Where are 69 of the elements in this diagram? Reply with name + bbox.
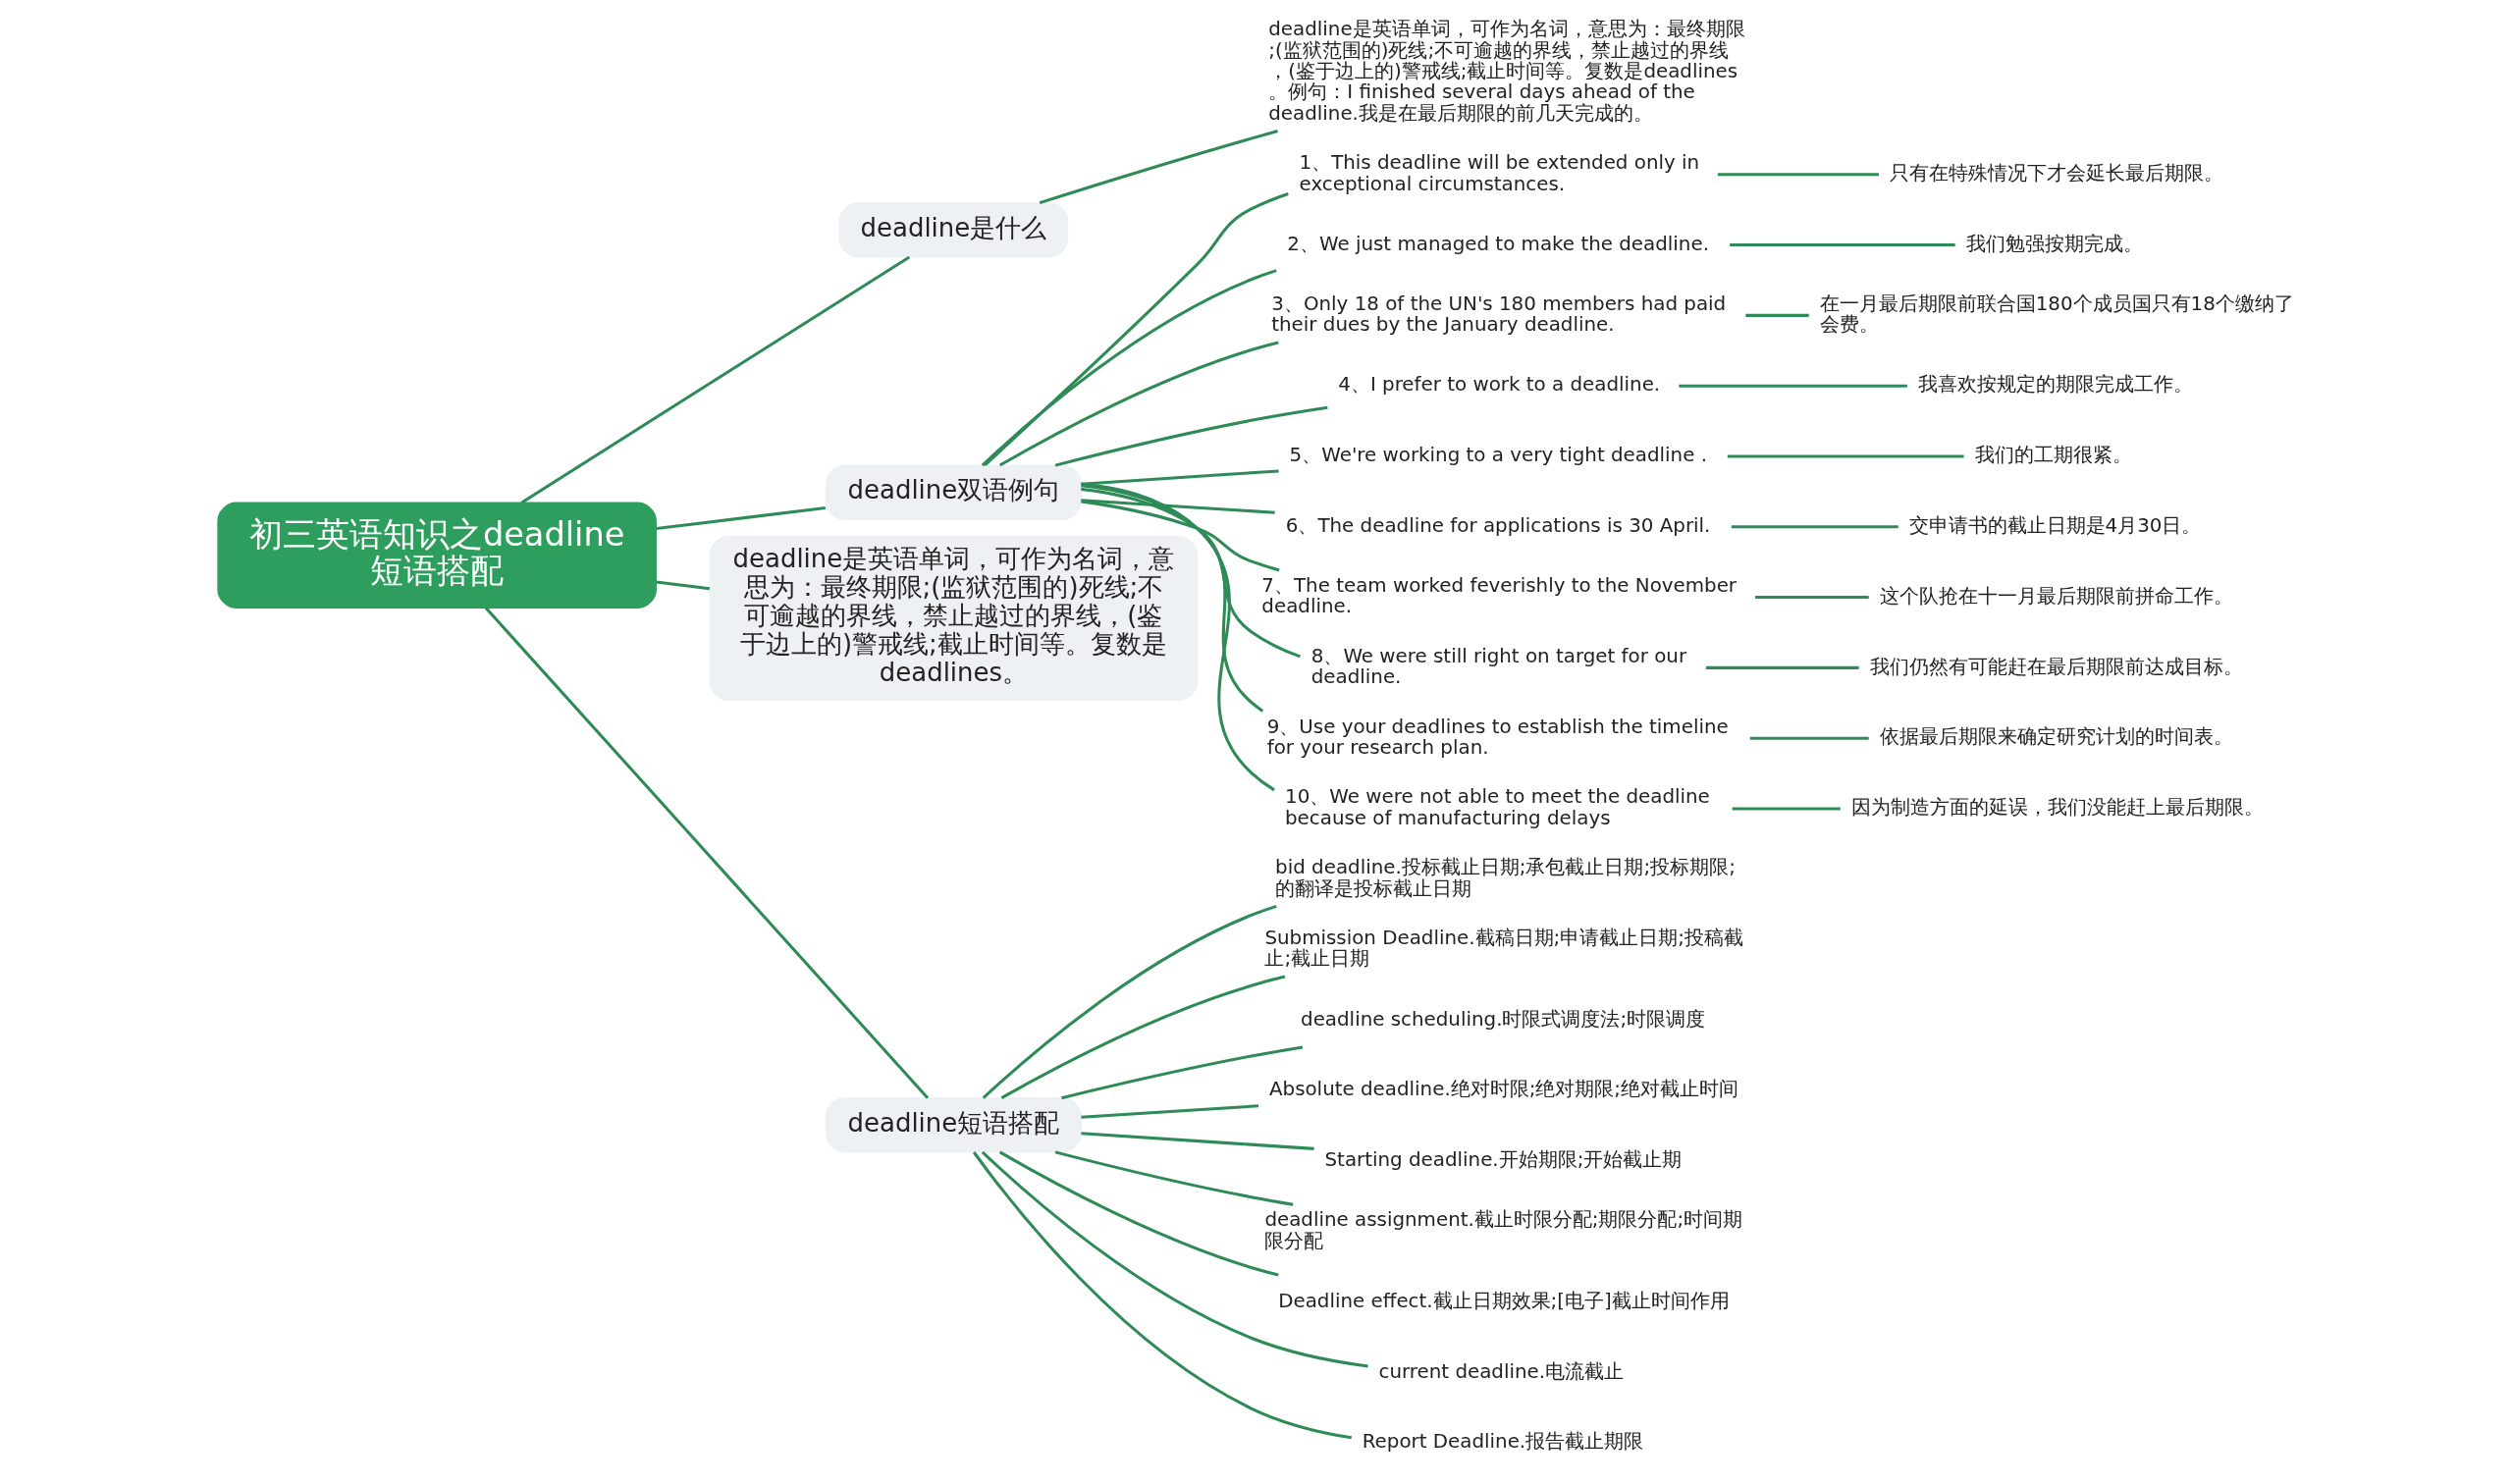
node-text: bid deadline.投标截止日期;承包截止日期;投标期限;的翻译是投标截止日期 bbox=[1275, 856, 1736, 900]
node-text: Deadline effect.截止日期效果;[电子]截止时间作用 bbox=[1278, 1289, 1730, 1312]
connector bbox=[1081, 469, 1279, 486]
node-text: 9、Use your deadlines to establish the timeline for your research plan. bbox=[1266, 715, 1729, 760]
node-text: 10、We were not able to meet the deadline because of manufacturing delays bbox=[1285, 785, 1710, 829]
node-text: Starting deadline.开始期限;开始截止期 bbox=[1324, 1148, 1683, 1172]
node-text: 我们的工期很紧。 bbox=[1974, 444, 2132, 467]
node-text: 在一月最后期限前联合国180个成员国只有18个缴纳了会费。 bbox=[1819, 292, 2294, 337]
connector bbox=[484, 607, 930, 1099]
node-text: 6、The deadline for applications is 30 April. bbox=[1285, 513, 1711, 537]
connector bbox=[1730, 243, 1955, 247]
node-text: 7、The team worked feverishly to the November deadline. bbox=[1261, 574, 1738, 618]
connector bbox=[998, 341, 1279, 467]
node-text: Submission Deadline.截稿日期;申请截止日期;投稿截止;截止日期 bbox=[1264, 927, 1743, 971]
connector bbox=[1749, 736, 1869, 740]
node-text: 这个队抢在十一月最后期限前拼命工作。 bbox=[1879, 584, 2233, 608]
connector bbox=[1731, 525, 1898, 529]
connector bbox=[1081, 1132, 1314, 1150]
connector bbox=[1081, 487, 1301, 659]
connector bbox=[1745, 313, 1809, 317]
connector bbox=[1000, 975, 1286, 1099]
node-text: 只有在特殊情况下才会延长最后期限。 bbox=[1889, 161, 2223, 185]
node-text: 我们勉强按期完成。 bbox=[1965, 232, 2143, 255]
connector bbox=[1054, 405, 1328, 467]
node-text: current deadline.电流截止 bbox=[1378, 1359, 1625, 1383]
connector bbox=[972, 1151, 1353, 1440]
node-box: deadline是什么 bbox=[838, 202, 1069, 258]
connector bbox=[1717, 173, 1879, 177]
node-box: deadline短语搭配 bbox=[825, 1097, 1083, 1153]
connector bbox=[1727, 454, 1964, 458]
node-text: 4、I prefer to work to a deadline. bbox=[1338, 373, 1661, 397]
connector bbox=[981, 1150, 1368, 1368]
node-text: 5、We're working to a very tight deadline . bbox=[1289, 444, 1708, 467]
connector bbox=[1039, 130, 1278, 205]
connector bbox=[981, 269, 1277, 467]
node-text: 3、Only 18 of the UN's 180 members had paid their dues by the January deadline. bbox=[1271, 292, 1727, 337]
connector bbox=[1755, 596, 1869, 600]
node-text: 因为制造方面的延误，我们没能赶上最后期限。 bbox=[1850, 796, 2264, 820]
node-text: 依据最后期限来确定研究计划的时间表。 bbox=[1879, 725, 2233, 749]
node-text: 8、We were still right on target for our deadline. bbox=[1310, 644, 1687, 689]
connector bbox=[1081, 1104, 1259, 1119]
connector bbox=[1054, 1150, 1294, 1206]
connector bbox=[982, 904, 1277, 1099]
node-text: 我喜欢按规定的期限完成工作。 bbox=[1917, 373, 2193, 397]
node-text: 交申请书的截止日期是4月30日。 bbox=[1908, 513, 2202, 537]
node-text: Absolute deadline.绝对时限;绝对期限;绝对截止时间 bbox=[1268, 1078, 1739, 1101]
connector bbox=[1081, 499, 1275, 514]
node-text: deadline是英语单词，可作为名词，意思为：最终期限;(监狱范围的)死线;不可逾越的界线，禁止越过的界线，(鉴于边上的)警戒线;截止时间等。复数是deadlines。例句：I finished several days ahead of the deadline.我是在最后期限的前几天完成的。 bbox=[1268, 18, 1745, 125]
node-box: deadline双语例句 bbox=[825, 464, 1083, 520]
connector bbox=[520, 255, 911, 504]
node-text: 我们仍然有可能赶在最后期限前达成目标。 bbox=[1869, 655, 2243, 678]
node-text: deadline assignment.截止时限分配;期限分配;时间期限分配 bbox=[1264, 1208, 1743, 1252]
node-text: deadline scheduling.时限式调度法;时限调度 bbox=[1301, 1007, 1706, 1031]
node-text: 1、This deadline will be extended only in exceptional circumstances. bbox=[1299, 151, 1700, 195]
node-box: deadline是英语单词，可作为名词，意思为：最终期限;(监狱范围的)死线;不可逾越的界线，禁止越过的界线，(鉴于边上的)警戒线;截止时间等。复数是deadlines。 bbox=[709, 535, 1199, 701]
connector bbox=[656, 580, 711, 591]
connector bbox=[1081, 484, 1264, 713]
connector bbox=[1705, 665, 1859, 669]
connector bbox=[1061, 1045, 1304, 1100]
connector bbox=[984, 192, 1289, 466]
connector bbox=[1081, 500, 1280, 572]
node-text: 2、We just managed to make the deadline. bbox=[1287, 232, 1709, 255]
connector bbox=[1679, 384, 1907, 388]
node-box: 初三英语知识之deadline短语搭配 bbox=[217, 502, 657, 610]
connector bbox=[998, 1150, 1279, 1277]
node-text: Report Deadline.报告截止期限 bbox=[1362, 1430, 1644, 1454]
connector bbox=[656, 505, 827, 531]
connector bbox=[1732, 807, 1841, 811]
connector bbox=[1081, 482, 1275, 792]
